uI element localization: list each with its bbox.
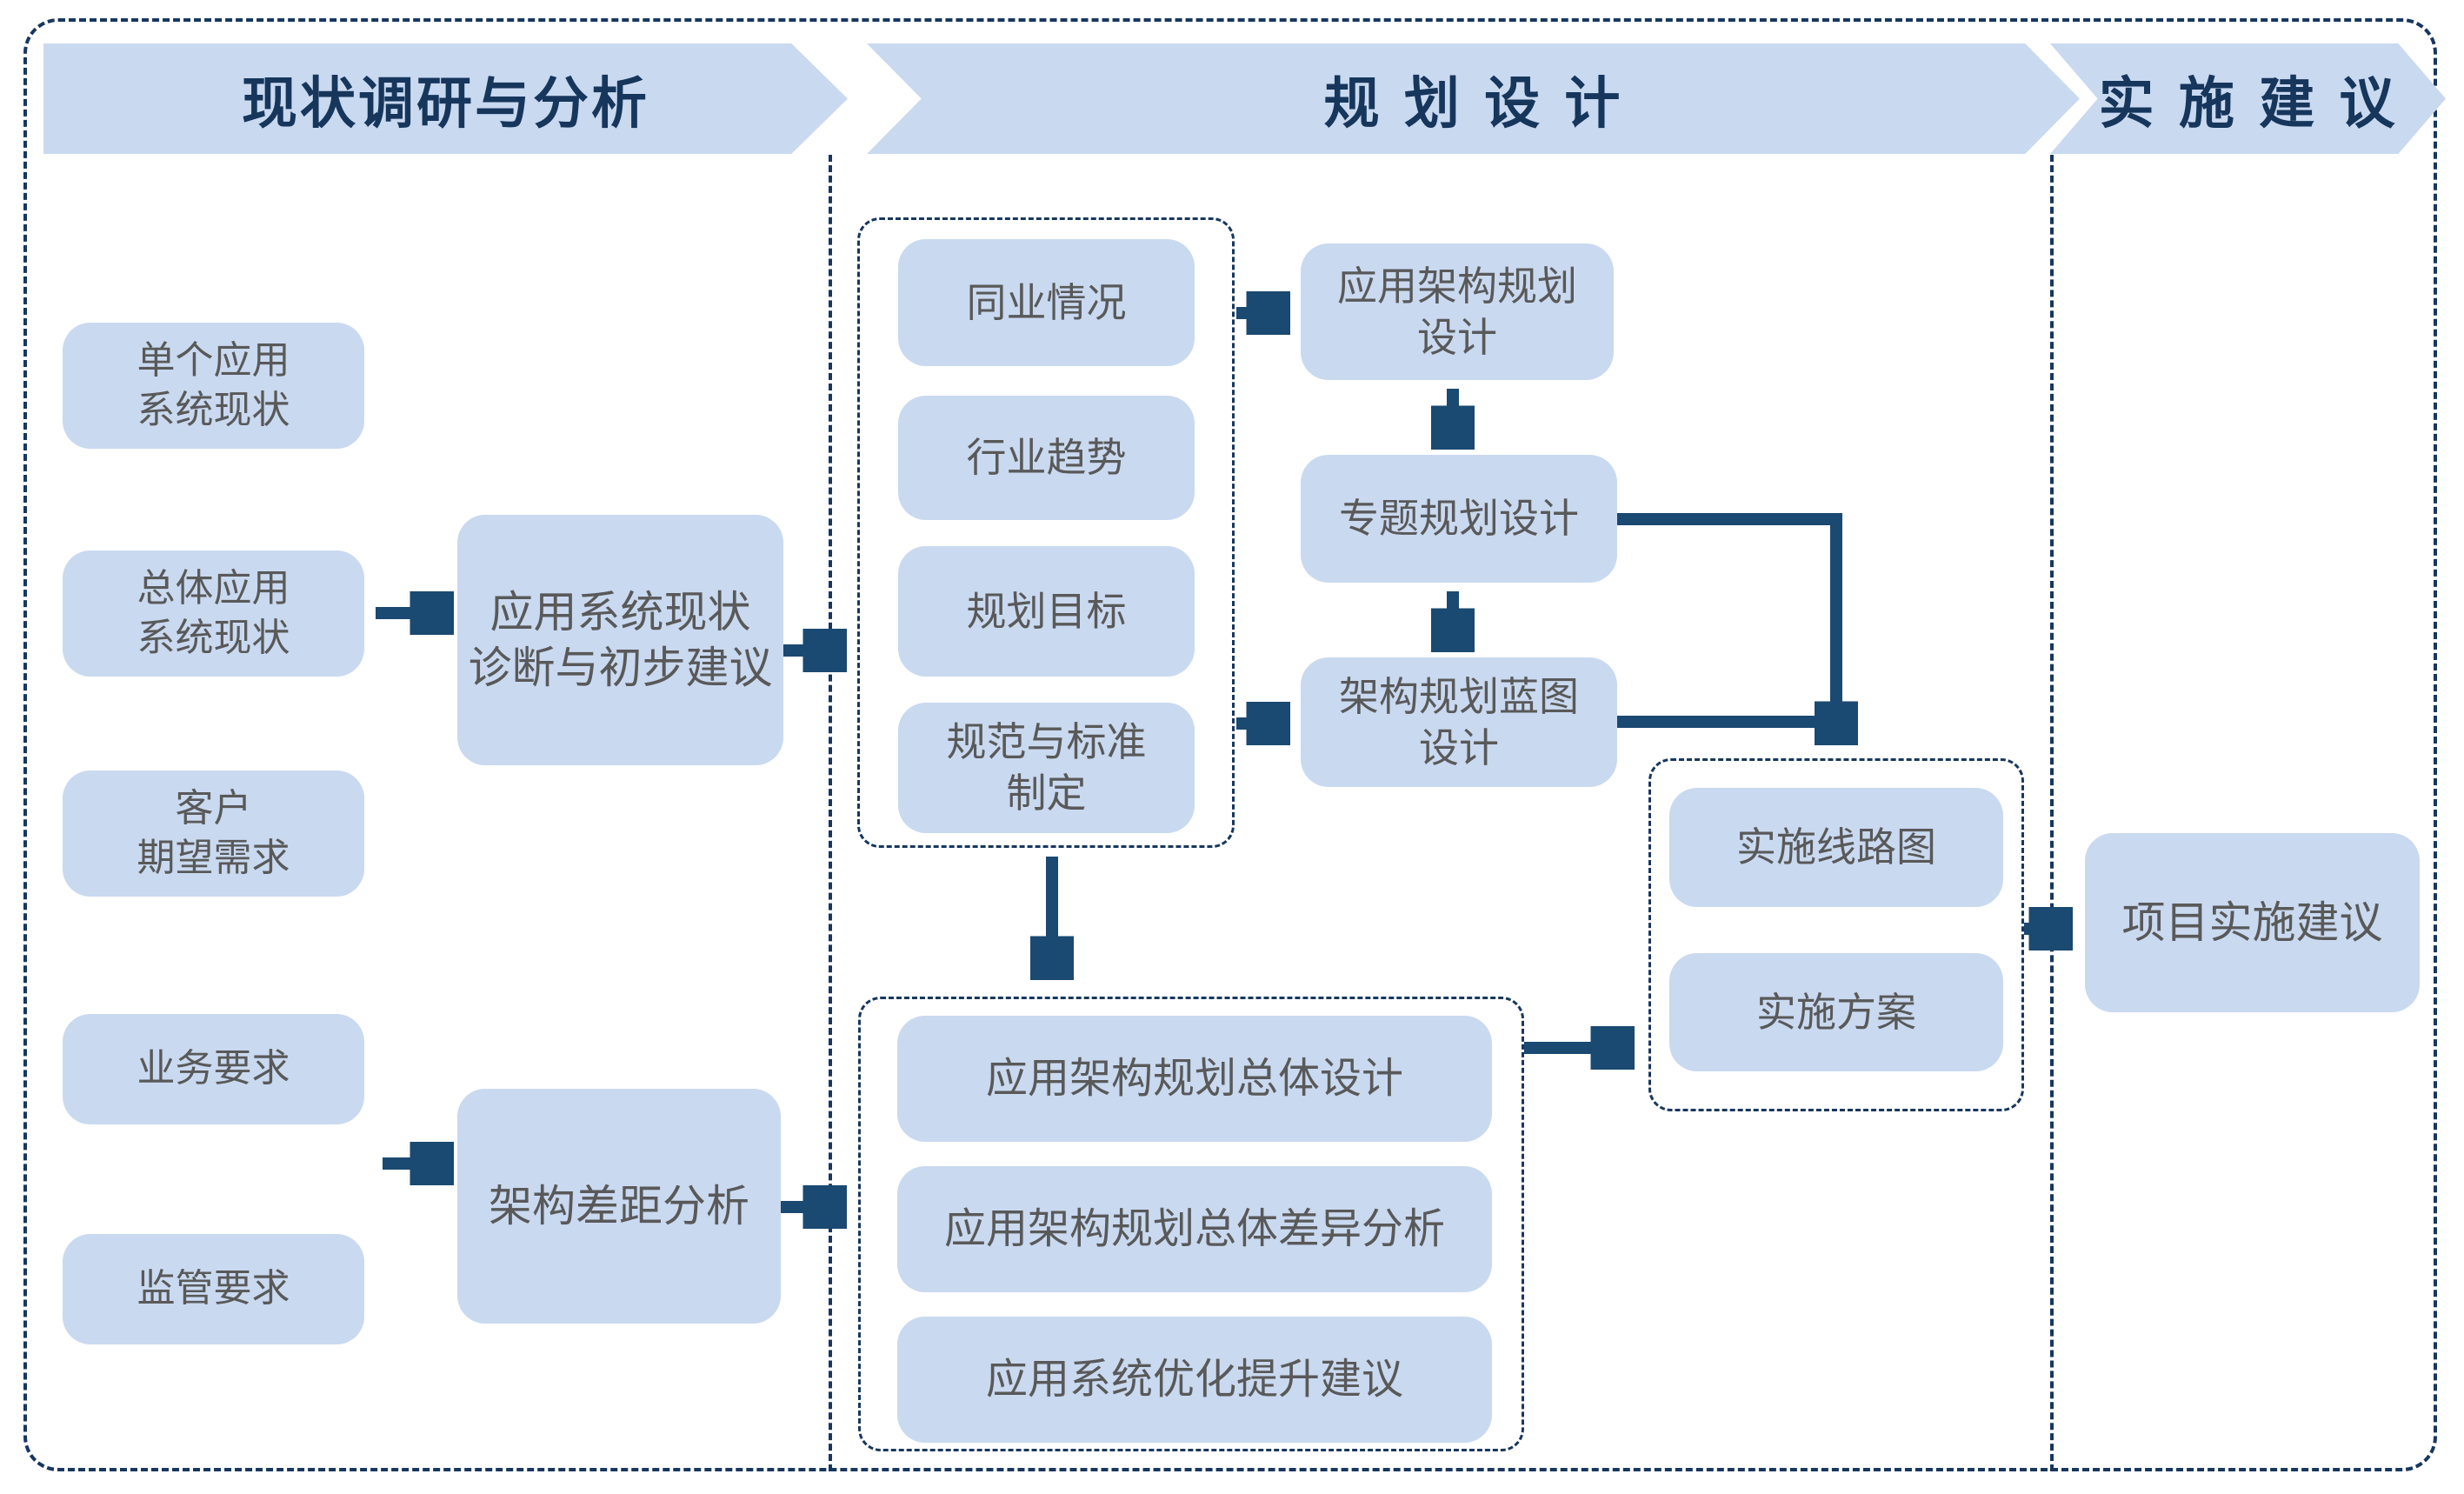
box-overall-app-status: 总体应用 系统现状	[63, 550, 364, 677]
phase-label: 规 划 设 计	[1323, 71, 1623, 137]
box-standards-formulation: 规范与标准 制定	[898, 703, 1195, 833]
box-app-architecture-planning-design: 应用架构规划 设计	[1301, 243, 1614, 380]
phase-header-planning: 规 划 设 计	[867, 43, 2080, 154]
box-label: 应用架构规划总体差异分析	[943, 1204, 1445, 1253]
box-label: 规范与标准 制定	[946, 718, 1147, 817]
box-special-topic-planning: 专题规划设计	[1301, 455, 1617, 583]
implementation-group	[1648, 758, 2024, 1111]
column-divider-1	[829, 155, 832, 1471]
box-regulatory-requirements: 监管要求	[63, 1234, 364, 1344]
box-label: 应用系统优化提升建议	[985, 1354, 1403, 1404]
research-inputs-group	[857, 217, 1235, 848]
box-implementation-plan: 实施方案	[1669, 953, 2003, 1071]
box-planning-goal: 规划目标	[898, 546, 1195, 677]
box-label: 客户 期望需求	[137, 786, 290, 880]
box-implementation-roadmap: 实施线路图	[1669, 788, 2003, 907]
box-label: 单个应用 系统现状	[137, 338, 290, 432]
box-architecture-blueprint-design: 架构规划蓝图 设计	[1301, 657, 1617, 787]
box-label: 应用系统现状 诊断与初步建议	[468, 587, 773, 693]
box-label: 实施线路图	[1736, 824, 1936, 871]
box-diagnosis-recommendation: 应用系统现状 诊断与初步建议	[457, 515, 783, 765]
phase-label: 实 施 建 议	[2098, 71, 2398, 137]
box-label: 同业情况	[966, 278, 1127, 326]
box-project-implementation-suggestion: 项目实施建议	[2085, 833, 2420, 1012]
box-label: 应用架构规划总体设计	[985, 1053, 1403, 1103]
box-label: 监管要求	[137, 1266, 290, 1311]
overall-design-group	[858, 997, 1524, 1451]
box-system-optimization-suggestion: 应用系统优化提升建议	[897, 1317, 1492, 1443]
box-peer-situation: 同业情况	[898, 239, 1195, 366]
box-label: 实施方案	[1756, 988, 1916, 1036]
box-label: 规划目标	[966, 587, 1127, 635]
box-overall-design: 应用架构规划总体设计	[897, 1016, 1492, 1142]
phase-label: 现状调研与分析	[242, 71, 649, 137]
box-label: 架构规划蓝图 设计	[1339, 672, 1579, 771]
diagram-border	[23, 18, 2437, 1471]
box-label: 项目实施建议	[2121, 897, 2383, 948]
box-label: 总体应用 系统现状	[137, 566, 290, 660]
box-industry-trend: 行业趋势	[898, 396, 1195, 520]
phase-header-implementation: 实 施 建 议	[2050, 43, 2446, 154]
box-business-requirements: 业务要求	[63, 1014, 364, 1124]
box-label: 业务要求	[137, 1046, 290, 1091]
box-overall-difference-analysis: 应用架构规划总体差异分析	[897, 1166, 1492, 1292]
box-label: 专题规划设计	[1339, 495, 1579, 543]
box-label: 行业趋势	[966, 434, 1127, 482]
box-label: 架构差距分析	[489, 1181, 749, 1231]
column-divider-2	[2050, 155, 2054, 1471]
box-label: 应用架构规划 设计	[1337, 262, 1577, 361]
box-architecture-gap-analysis: 架构差距分析	[457, 1089, 781, 1324]
box-customer-demand: 客户 期望需求	[63, 770, 364, 897]
box-single-app-status: 单个应用 系统现状	[63, 323, 364, 449]
phase-header-research: 现状调研与分析	[43, 43, 848, 154]
